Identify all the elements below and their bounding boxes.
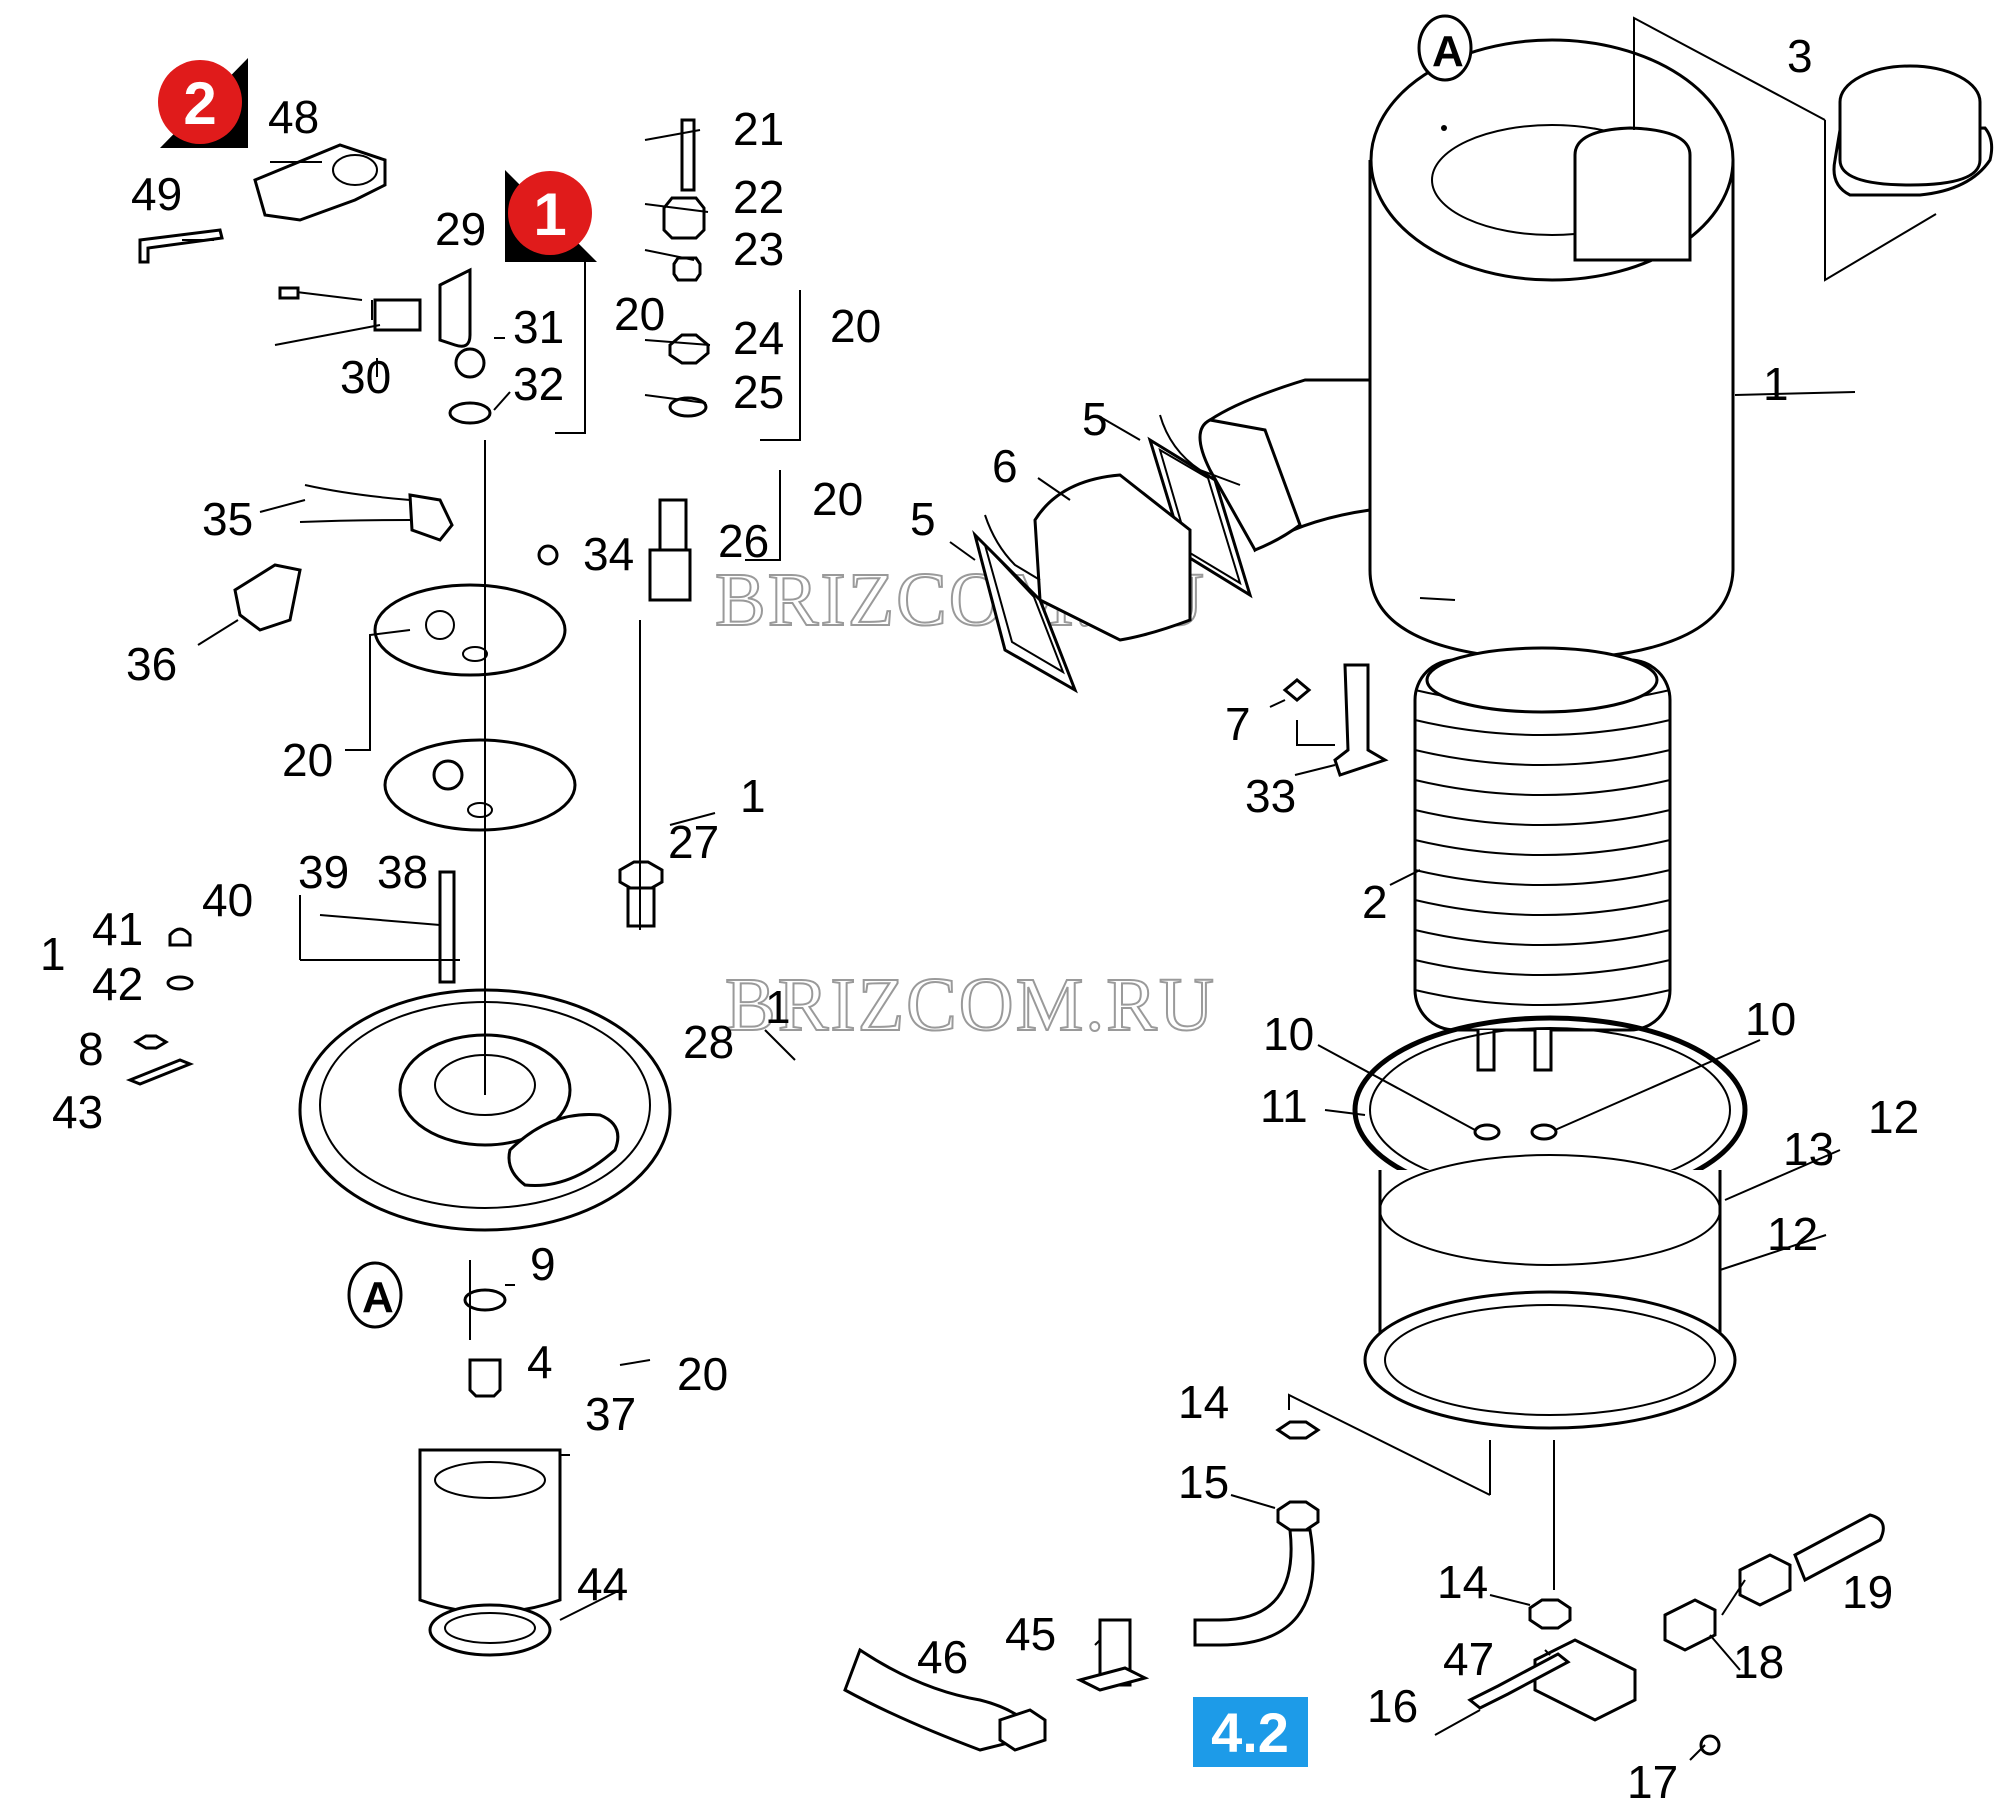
callout-5-b: 5 <box>910 493 936 545</box>
callout-24: 24 <box>733 312 784 364</box>
callout-14-b: 14 <box>1437 1556 1488 1608</box>
callout-34: 34 <box>583 528 634 580</box>
part-inlet-hose <box>843 1618 1150 1752</box>
leader-lines <box>182 129 1856 1761</box>
callout-10-b: 10 <box>1745 993 1796 1045</box>
callout-41: 41 <box>92 903 143 955</box>
callout-45: 45 <box>1005 1608 1056 1660</box>
callout-18: 18 <box>1733 1636 1784 1688</box>
part-outer-casing <box>1368 16 1937 662</box>
callout-29: 29 <box>435 203 486 255</box>
callout-48: 48 <box>268 91 319 143</box>
callout-1-a: 1 <box>740 770 766 822</box>
part-burner-plate-lower <box>383 738 577 832</box>
marker-label-1: 1 <box>533 181 566 248</box>
callout-12-b: 12 <box>1767 1208 1818 1260</box>
callout-43: 43 <box>52 1086 103 1138</box>
part-ignition-bracket <box>138 143 387 264</box>
callout-46: 46 <box>917 1631 968 1683</box>
callout-37: 37 <box>585 1388 636 1440</box>
callout-39: 39 <box>298 846 349 898</box>
callout-6: 6 <box>992 440 1018 492</box>
callout-20-a: 20 <box>614 288 665 340</box>
callout-7: 7 <box>1225 698 1251 750</box>
reference-marker-2[interactable]: 2 <box>158 58 248 148</box>
part-exhaust-duct <box>1198 378 1372 553</box>
reference-marker-1[interactable]: 1 <box>505 170 597 262</box>
callout-11: 11 <box>1260 1080 1308 1132</box>
part-fuel-nozzle-stack <box>662 118 710 418</box>
callout-1-b: 1 <box>40 928 66 980</box>
part-pressure-switch <box>125 870 456 1086</box>
callout-15: 15 <box>1178 1456 1229 1508</box>
view-marker-top: A <box>1417 14 1473 82</box>
callout-1-c: 1 <box>765 981 791 1033</box>
view-marker-bottom: A <box>347 1261 403 1329</box>
callout-27: 27 <box>668 816 719 868</box>
callout-1-d: 1 <box>1763 358 1789 410</box>
callout-31: 31 <box>513 301 564 353</box>
part-fittings-right <box>1193 1420 1885 1756</box>
callout-23: 23 <box>733 223 784 275</box>
section-link-4-2[interactable]: 4.2 <box>1193 1697 1308 1767</box>
callout-44: 44 <box>577 1558 628 1610</box>
callout-14-a: 14 <box>1178 1376 1229 1428</box>
callout-28: 28 <box>683 1016 734 1068</box>
callout-36: 36 <box>126 638 177 690</box>
callout-4: 4 <box>527 1336 553 1388</box>
callout-49: 49 <box>131 168 182 220</box>
part-exhaust-cap <box>1832 64 1994 197</box>
callout-5-a: 5 <box>1082 393 1108 445</box>
part-photocell <box>537 498 692 602</box>
callout-35: 35 <box>202 493 253 545</box>
callout-25: 25 <box>733 366 784 418</box>
svg-text:A: A <box>362 1273 394 1322</box>
callout-33: 33 <box>1245 770 1296 822</box>
marker-label-2: 2 <box>183 70 216 137</box>
part-gasket-left <box>972 514 1078 694</box>
callout-40: 40 <box>202 874 253 926</box>
callout-47: 47 <box>1443 1633 1494 1685</box>
callout-17: 17 <box>1627 1756 1678 1808</box>
callout-10-a: 10 <box>1263 1008 1314 1060</box>
callout-2: 2 <box>1362 876 1388 928</box>
callout-26: 26 <box>718 515 769 567</box>
part-wiring-harness <box>233 484 454 632</box>
callout-12-a: 12 <box>1868 1091 1919 1143</box>
part-base-plate <box>298 988 672 1232</box>
callout-30: 30 <box>340 351 391 403</box>
callout-16: 16 <box>1367 1680 1418 1732</box>
callout-32: 32 <box>513 358 564 410</box>
callout-8: 8 <box>78 1023 104 1075</box>
section-link-label: 4.2 <box>1211 1701 1289 1764</box>
part-ignition-electrode <box>274 267 492 425</box>
callout-42: 42 <box>92 958 143 1010</box>
part-burner-plate-upper <box>373 583 567 677</box>
callout-20-b: 20 <box>830 300 881 352</box>
callout-labels: 48 49 29 30 31 32 20 21 22 23 24 25 20 3… <box>40 30 1919 1808</box>
part-mounting-bracket <box>1282 663 1389 777</box>
callout-38: 38 <box>377 846 428 898</box>
part-nozzle-holder <box>418 1288 562 1657</box>
callout-3: 3 <box>1787 30 1813 82</box>
watermark-middle: BRIZCOM.RU <box>725 963 1216 1047</box>
callout-21: 21 <box>733 103 784 155</box>
callout-20-c: 20 <box>812 473 863 525</box>
part-combustion-pot <box>1363 1154 1737 1430</box>
callout-22: 22 <box>733 171 784 223</box>
svg-text:A: A <box>1432 27 1464 76</box>
part-insulation-block <box>1033 473 1192 642</box>
callout-19: 19 <box>1842 1566 1893 1618</box>
callout-13: 13 <box>1783 1123 1834 1175</box>
callout-9: 9 <box>530 1238 556 1290</box>
callout-20-e: 20 <box>677 1348 728 1400</box>
callout-20-d: 20 <box>282 734 333 786</box>
part-heating-coil <box>1413 646 1672 1072</box>
